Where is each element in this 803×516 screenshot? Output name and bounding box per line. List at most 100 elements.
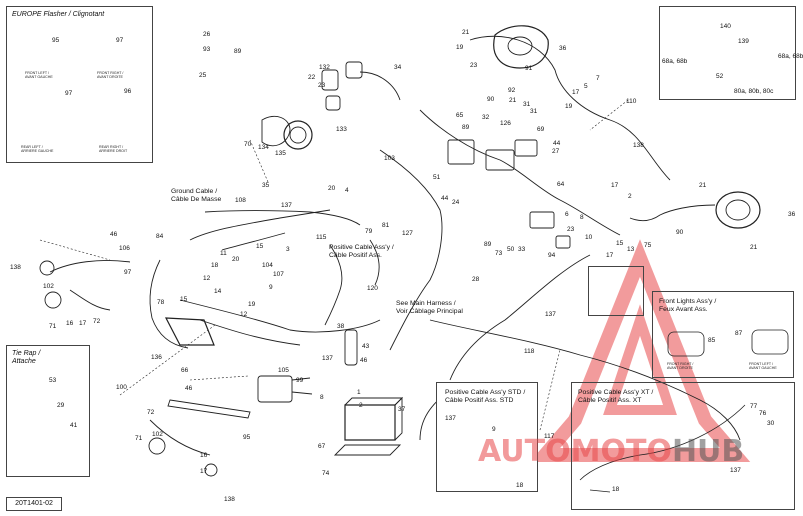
europe-front-right: FRONT RIGHT /AVANT DROITE [97, 71, 124, 80]
main-harness-wire [429, 319, 741, 441]
part-label: 97 [65, 90, 73, 97]
part-label: 69 [537, 126, 545, 133]
part-label: 15 [616, 240, 624, 247]
part-label: 139 [738, 38, 749, 45]
part-label: 95 [52, 37, 60, 44]
part-label: 52 [716, 73, 724, 80]
part-label: 132 [319, 64, 330, 71]
left-harness [179, 299, 381, 333]
part-label: 71 [135, 435, 143, 442]
part-label: 106 [119, 245, 130, 252]
watermark-text: AUTOMOTOHUB [478, 434, 745, 469]
part-label: 126 [500, 120, 511, 127]
part-label: 117 [544, 433, 555, 440]
voltage-regulator [529, 211, 555, 229]
part-label: 43 [362, 343, 370, 350]
part-label: 19 [565, 103, 573, 110]
part-label: 34 [394, 64, 402, 71]
part-label: 28 [472, 276, 480, 283]
part-label: 137 [445, 415, 456, 422]
part-label: 31 [530, 108, 538, 115]
part-label: 137 [545, 311, 556, 318]
part-label: 35 [262, 182, 270, 189]
part-label: 9 [269, 284, 273, 291]
part-label: 41 [70, 422, 78, 429]
battery [344, 404, 396, 441]
ground-cable [204, 210, 361, 226]
part-label: 67 [318, 443, 326, 450]
part-label: 97 [116, 37, 124, 44]
xt-title: Positive Cable Ass'y XT /Câble Positif A… [578, 389, 654, 404]
part-label: 17 [611, 182, 619, 189]
part-label: 37 [398, 406, 406, 413]
part-label: 5 [584, 83, 588, 90]
part-label: 79 [365, 228, 373, 235]
part-label: 76 [759, 410, 767, 417]
part-label: 105 [278, 367, 289, 374]
relay-box [485, 149, 515, 171]
positive-cable [324, 244, 343, 326]
part-label: 17 [79, 320, 87, 327]
part-label: 17 [572, 89, 580, 96]
part-label: 110 [626, 98, 637, 105]
battery-tray [333, 444, 402, 456]
left-harness [199, 319, 301, 346]
left-harness [149, 259, 189, 349]
part-label: 87 [735, 330, 743, 337]
part-label: 2 [359, 402, 363, 409]
main-harness-wire [449, 254, 591, 381]
front-lights-drawing [667, 329, 789, 357]
leader-lines [39, 99, 629, 431]
part-label: 16 [200, 452, 208, 459]
part-label: 6 [565, 211, 569, 218]
part-label: 137 [730, 467, 741, 474]
part-label: 9 [492, 426, 496, 433]
part-label: 32 [482, 114, 490, 121]
left-harness [49, 260, 131, 273]
part-label: 71 [49, 323, 57, 330]
part-label: 20 [328, 185, 336, 192]
part-label: 12 [203, 275, 211, 282]
part-label: 91 [525, 65, 533, 72]
part-label: 65 [456, 112, 464, 119]
ground-cable [189, 209, 331, 241]
part-label: 7 [596, 75, 600, 82]
part-label: 18 [516, 482, 524, 489]
main-harness-wire [419, 109, 621, 236]
part-label: 115 [316, 234, 327, 241]
part-label: 38 [337, 323, 345, 330]
part-label: 16 [66, 320, 74, 327]
positive-cable-caption: Positive Cable Ass'y /Câble Positif Ass. [329, 244, 394, 259]
part-label: 14 [214, 288, 222, 295]
part-label: 36 [788, 211, 796, 218]
part-label: 10 [585, 234, 593, 241]
part-label: 15 [180, 296, 188, 303]
part-label: 36 [559, 45, 567, 52]
part-label: 21 [699, 182, 707, 189]
part-label: 138 [10, 264, 21, 271]
part-label: 21 [750, 244, 758, 251]
europe-rear-left: REAR LEFT /ARRIERE GAUCHE [21, 145, 54, 154]
tail-light [164, 317, 215, 346]
part-label: 89 [484, 241, 492, 248]
part-label: 118 [524, 348, 535, 355]
part-label: 8 [580, 214, 584, 221]
part-label: 17 [200, 468, 208, 475]
part-label: 68a, 68b [778, 53, 803, 60]
part-label: 21 [462, 29, 470, 36]
front-lights-box: Front Lights Ass'y /Feux Avant Ass. FRON… [652, 291, 794, 378]
main-harness-caption: See Main Harness /Voir Câblage Principal [396, 300, 463, 315]
gauge-cluster [283, 120, 313, 150]
switch-left [321, 69, 339, 91]
flasher-right [204, 463, 218, 477]
positive-cable [369, 239, 380, 286]
plate-wire [149, 419, 211, 456]
part-label: 29 [57, 402, 65, 409]
part-label: 136 [151, 354, 162, 361]
part-label: 89 [462, 124, 470, 131]
part-label: 75 [644, 242, 652, 249]
part-label: 3 [286, 246, 290, 253]
part-label: 66 [181, 367, 189, 374]
part-label: 68a, 68b [662, 58, 688, 65]
part-label: 94 [548, 252, 556, 259]
